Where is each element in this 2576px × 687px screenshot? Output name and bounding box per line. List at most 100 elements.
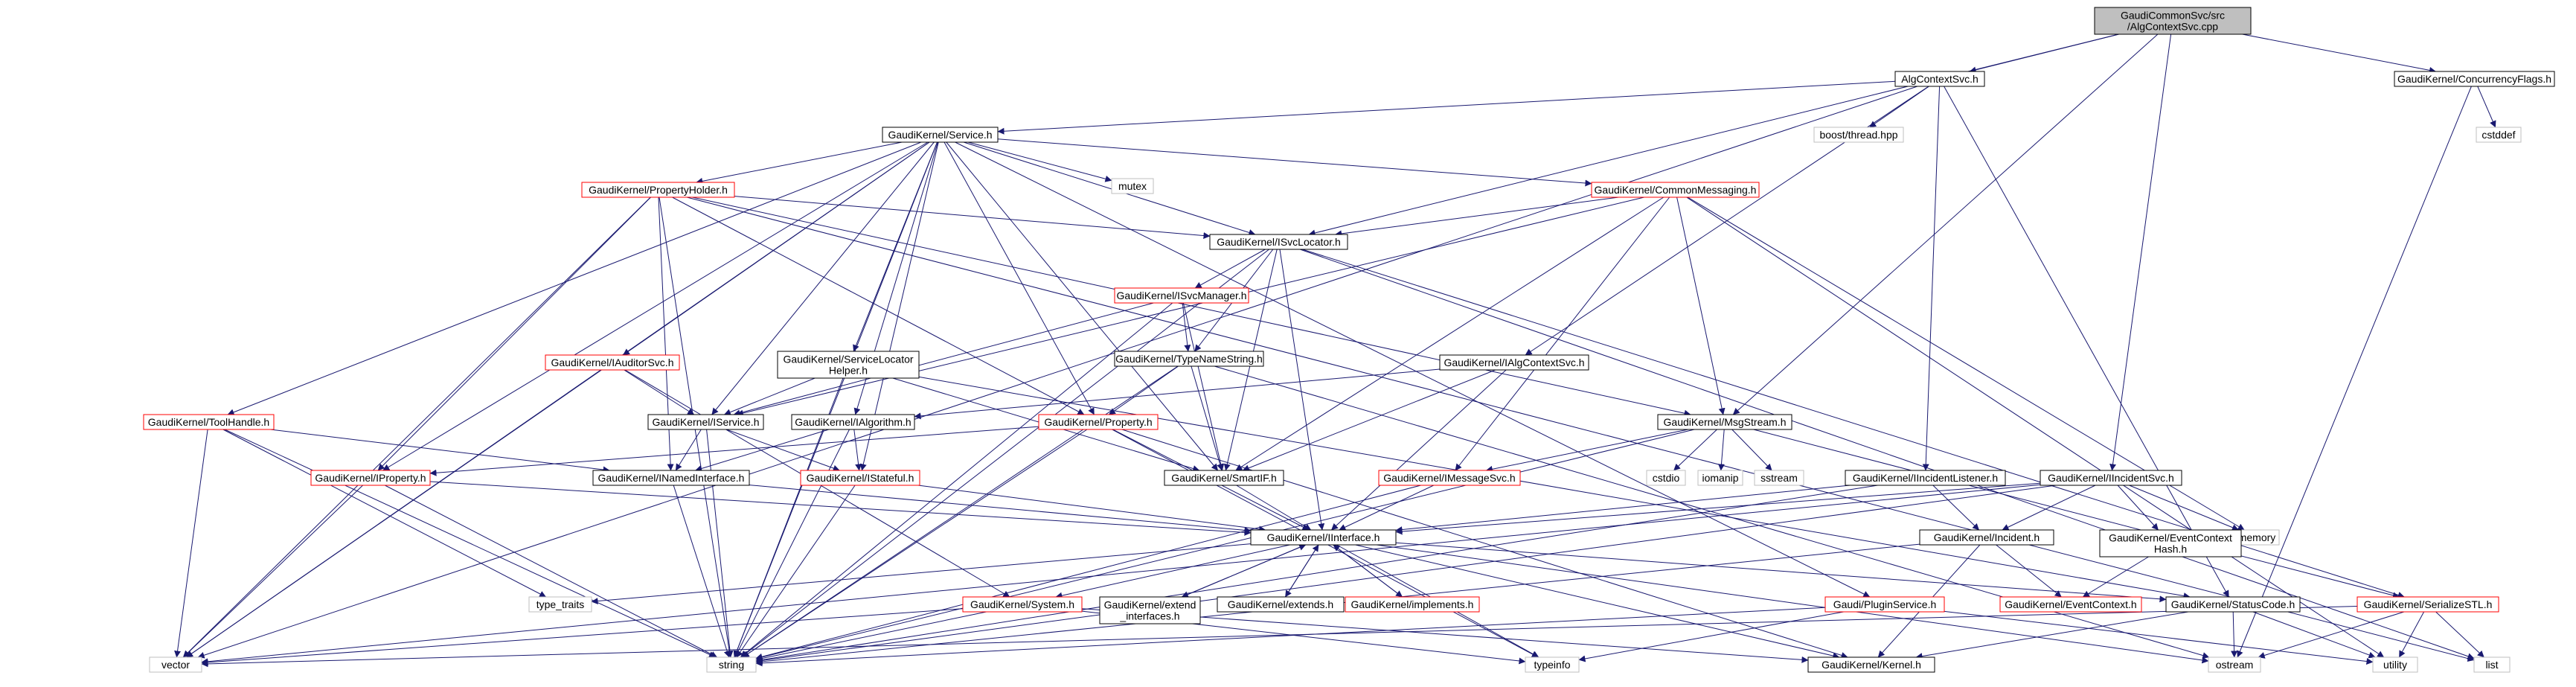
node-implements_h[interactable]: GaudiKernel/implements.h bbox=[1345, 596, 1480, 613]
node-root[interactable]: GaudiCommonSvc/src/AlgContextSvc.cpp bbox=[2094, 7, 2252, 35]
node-toolhandle_h[interactable]: GaudiKernel/ToolHandle.h bbox=[143, 414, 275, 430]
include-edge-iservice_h-to-istateful_h bbox=[726, 429, 840, 472]
node-serializestl_h[interactable]: GaudiKernel/SerializeSTL.h bbox=[2356, 596, 2499, 613]
node-label: GaudiKernel/System.h bbox=[970, 598, 1074, 610]
node-box bbox=[647, 414, 764, 430]
include-edge-commonmessaging_h-to-utility bbox=[1686, 196, 2385, 658]
include-edge-ialgorithm_h-to-istateful_h bbox=[853, 429, 862, 471]
node-iproperty_h[interactable]: GaudiKernel/IProperty.h bbox=[310, 470, 431, 486]
node-isvcmanager_h[interactable]: GaudiKernel/ISvcManager.h bbox=[1114, 287, 1249, 304]
node-label-line: vector bbox=[161, 659, 190, 671]
node-iservice_h[interactable]: GaudiKernel/IService.h bbox=[647, 414, 764, 430]
node-label: vector bbox=[161, 659, 190, 671]
node-label-line: GaudiKernel/IStateful.h bbox=[807, 472, 914, 484]
include-edge-iincidentlistener_h-to-string bbox=[755, 485, 1878, 663]
node-label: GaudiKernel/IService.h bbox=[653, 416, 760, 428]
include-edge-istateful_h-to-string bbox=[736, 485, 856, 658]
node-label-line: GaudiCommonSvc/src bbox=[2121, 10, 2225, 22]
node-label-line: AlgContextSvc.h bbox=[1901, 73, 1979, 85]
node-label: GaudiKernel/CommonMessaging.h bbox=[1595, 184, 1757, 196]
node-box bbox=[581, 182, 735, 198]
node-statuscode_h[interactable]: GaudiKernel/StatusCode.h bbox=[2165, 596, 2301, 613]
include-edge-ialgcontextsvc_h-to-smartif_h bbox=[1242, 369, 1496, 472]
node-box bbox=[706, 656, 757, 673]
node-property_h[interactable]: GaudiKernel/Property.h bbox=[1038, 414, 1159, 430]
node-ialgcontextsvc_h[interactable]: GaudiKernel/IAlgContextSvc.h bbox=[1439, 354, 1589, 371]
node-label: GaudiKernel/EventContext.h bbox=[2005, 598, 2136, 610]
node-label-line: string bbox=[719, 659, 744, 671]
node-propertyholder_h[interactable]: GaudiKernel/PropertyHolder.h bbox=[581, 182, 735, 198]
node-label-line: GaudiKernel/IProperty.h bbox=[315, 472, 426, 484]
node-label: GaudiKernel/ISvcManager.h bbox=[1116, 290, 1246, 301]
include-edge-algcontextsvc_h-to-iincidentlistener_h bbox=[1922, 86, 1941, 471]
node-pluginservice_h[interactable]: Gaudi/PluginService.h bbox=[1824, 596, 1945, 613]
node-imessagesvc_h[interactable]: GaudiKernel/IMessageSvc.h bbox=[1378, 470, 1521, 486]
include-edge-iauditorsvc_h-to-vector bbox=[186, 369, 602, 658]
node-label-line: list bbox=[2485, 659, 2498, 671]
node-inamedinterface_h[interactable]: GaudiKernel/INamedInterface.h bbox=[592, 470, 750, 486]
include-edge-toolhandle_h-to-vector bbox=[174, 429, 208, 658]
node-label-line: GaudiKernel/CommonMessaging.h bbox=[1595, 184, 1757, 196]
node-box bbox=[2476, 127, 2522, 143]
node-concurrencyflags_h[interactable]: GaudiKernel/ConcurrencyFlags.h bbox=[2394, 71, 2555, 87]
include-edge-toolhandle_h-to-string bbox=[224, 429, 716, 658]
node-extend_interfaces_h[interactable]: GaudiKernel/extend_interfaces.h bbox=[1099, 596, 1201, 624]
node-label-line: GaudiKernel/Service.h bbox=[888, 129, 992, 141]
node-msgstream_h[interactable]: GaudiKernel/MsgStream.h bbox=[1657, 414, 1792, 430]
include-edge-iinterface_h-to-system_h bbox=[1055, 544, 1290, 599]
node-box bbox=[1591, 182, 1760, 198]
node-box bbox=[1099, 596, 1201, 624]
include-edge-algcontextsvc_h-to-service_h bbox=[997, 80, 1896, 135]
node-label-line: GaudiKernel/MsgStream.h bbox=[1664, 416, 1787, 428]
node-box bbox=[528, 596, 592, 613]
node-mutex: mutex bbox=[1111, 178, 1154, 194]
node-iincidentlistener_h[interactable]: GaudiKernel/IIncidentListener.h bbox=[1845, 470, 2006, 486]
node-smartif_h[interactable]: GaudiKernel/SmartIF.h bbox=[1164, 470, 1284, 486]
node-typenamestring_h[interactable]: GaudiKernel/TypeNameString.h bbox=[1114, 351, 1264, 367]
node-label-line: cstddef bbox=[2482, 129, 2515, 141]
node-box bbox=[1378, 470, 1521, 486]
node-commonmessaging_h[interactable]: GaudiKernel/CommonMessaging.h bbox=[1591, 182, 1760, 198]
include-edge-root-to-iincidentsvc_h bbox=[2109, 33, 2172, 471]
include-edge-imessagesvc_h-to-string bbox=[755, 485, 1421, 660]
node-algcontextsvc_h[interactable]: AlgContextSvc.h bbox=[1894, 71, 1985, 87]
include-edge-imessagesvc_h-to-iinterface_h bbox=[1339, 485, 1435, 531]
include-edge-msgstream_h-to-imessagesvc_h bbox=[1485, 429, 1688, 473]
node-isvclocator_h[interactable]: GaudiKernel/ISvcLocator.h bbox=[1209, 234, 1348, 250]
include-edge-iservice_h-to-inamedinterface_h bbox=[675, 429, 702, 471]
include-edge-service_h-to-toolhandle_h bbox=[227, 141, 922, 416]
include-edge-statuscode_h-to-utility bbox=[2252, 611, 2376, 659]
node-label: memory bbox=[2238, 531, 2276, 543]
node-label-line: GaudiKernel/ISvcManager.h bbox=[1116, 290, 1246, 301]
include-edge-iproperty_h-to-string bbox=[385, 485, 718, 658]
node-label: GaudiKernel/IMessageSvc.h bbox=[1383, 472, 1515, 484]
include-edge-iservice_h-to-string bbox=[706, 429, 734, 658]
include-edge-service_h-to-iproperty_h bbox=[382, 141, 929, 471]
node-label-line: GaudiKernel/extend bbox=[1104, 599, 1196, 611]
node-iomanip: iomanip bbox=[1697, 470, 1743, 486]
node-system_h[interactable]: GaudiKernel/System.h bbox=[962, 596, 1083, 613]
include-edge-propertyholder_h-to-vector bbox=[182, 196, 651, 658]
node-vector: vector bbox=[149, 656, 202, 673]
node-label: utility bbox=[2383, 659, 2407, 671]
node-label-line: GaudiKernel/implements.h bbox=[1351, 598, 1474, 610]
node-iinterface_h[interactable]: GaudiKernel/IInterface.h bbox=[1250, 529, 1397, 546]
node-extends_h[interactable]: GaudiKernel/extends.h bbox=[1217, 596, 1345, 613]
node-label-line: boost/thread.hpp bbox=[1819, 129, 1897, 141]
node-service_h[interactable]: GaudiKernel/Service.h bbox=[882, 127, 999, 143]
include-edge-system_h-to-kernel_h bbox=[1081, 608, 1809, 663]
node-label-line: GaudiKernel/TypeNameString.h bbox=[1115, 353, 1263, 365]
node-label: typeinfo bbox=[1534, 659, 1570, 671]
node-eventcontext_h[interactable]: GaudiKernel/EventContext.h bbox=[1999, 596, 2142, 613]
node-kernel_h[interactable]: GaudiKernel/Kernel.h bbox=[1807, 656, 1935, 673]
node-ialgorithm_h[interactable]: GaudiKernel/IAlgorithm.h bbox=[791, 414, 915, 430]
node-iincidentsvc_h[interactable]: GaudiKernel/IIncidentSvc.h bbox=[2040, 470, 2182, 486]
node-box bbox=[791, 414, 915, 430]
node-iauditorsvc_h[interactable]: GaudiKernel/IAuditorSvc.h bbox=[545, 354, 680, 371]
node-box bbox=[1525, 656, 1580, 673]
node-incident_h[interactable]: GaudiKernel/Incident.h bbox=[1919, 529, 2054, 546]
node-istateful_h[interactable]: GaudiKernel/IStateful.h bbox=[800, 470, 920, 486]
include-edge-service_h-to-property_h bbox=[943, 141, 1095, 415]
